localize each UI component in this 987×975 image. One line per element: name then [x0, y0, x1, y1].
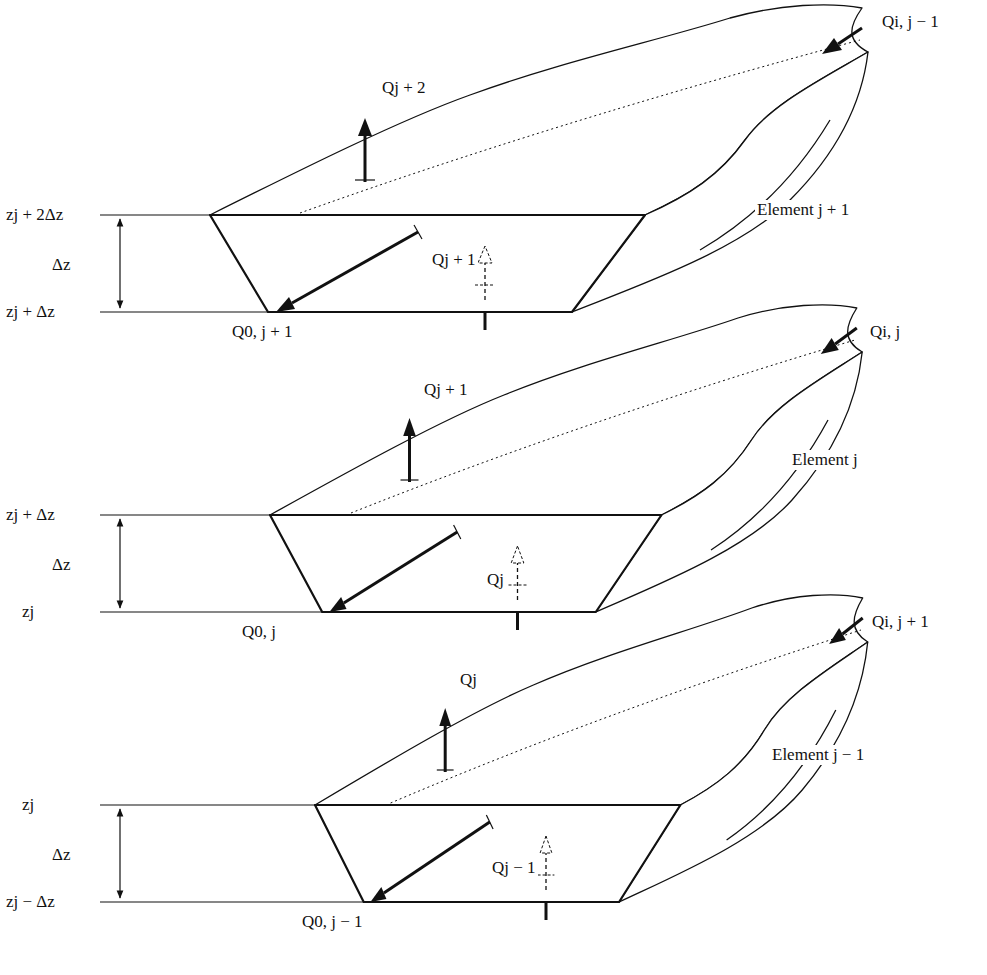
flow-label: Qj [458, 670, 479, 690]
elevation-label: zj [20, 795, 36, 815]
elevation-label: zj + Δz [4, 505, 57, 525]
element-top [210, 5, 868, 330]
elevation-label: zj + 2Δz [4, 205, 65, 225]
flow-label: Qi, j − 1 [880, 12, 941, 32]
elevation-lines [100, 215, 364, 902]
elevation-label: zj − Δz [4, 892, 57, 912]
element-label: Element j [790, 450, 860, 470]
flow-label: Qi, j [868, 322, 902, 342]
elevation-label: zj [20, 602, 36, 622]
dimension-label: Δz [50, 845, 72, 865]
flow-label: Qi, j + 1 [870, 612, 931, 632]
flow-label: Qj [485, 570, 506, 590]
flow-label: Qj + 1 [422, 380, 470, 400]
element-label: Element j − 1 [770, 745, 866, 765]
flow-label: Qj − 1 [490, 858, 538, 878]
element-middle [270, 305, 862, 630]
flow-label: Q0, j − 1 [300, 912, 365, 932]
element-bottom [315, 595, 868, 920]
flow-label: Qj + 1 [430, 250, 478, 270]
element-label: Element j + 1 [755, 200, 851, 220]
elevation-label: zj + Δz [4, 302, 57, 322]
dimension-label: Δz [50, 255, 72, 275]
flow-label: Q0, j + 1 [230, 322, 295, 342]
flow-label: Qj + 2 [380, 78, 428, 98]
flow-label: Q0, j [240, 622, 278, 642]
dimension-label: Δz [50, 555, 72, 575]
